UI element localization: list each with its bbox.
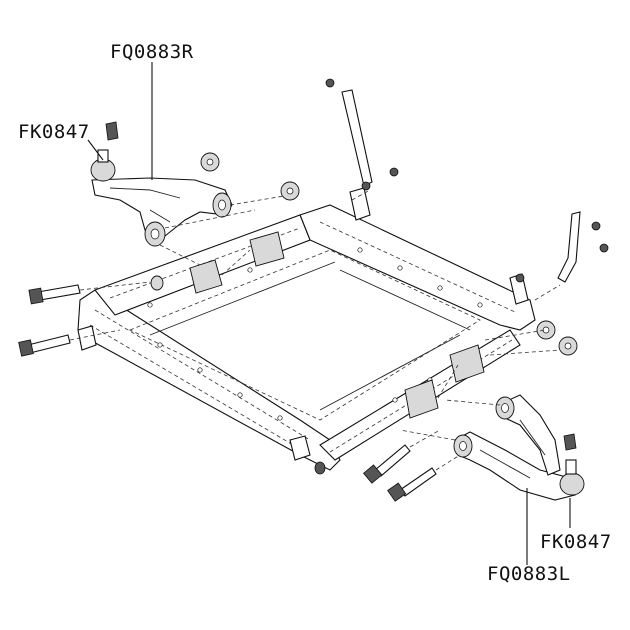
label-ball-joint-upper: FK0847 [18,121,90,143]
mount-brackets [189,231,485,419]
bolts-left [18,281,151,357]
upper-bushings [150,152,300,291]
label-upper-arm-right: FQ0883R [110,41,194,63]
right-bushings [484,320,578,356]
label-ball-joint-lower: FK0847 [540,531,612,553]
upper-control-arm-right [90,121,233,247]
bolts-lower [314,429,461,502]
label-lower-arm-left: FQ0883L [487,563,571,585]
stabilizer-links [325,78,609,301]
leader-lines [87,62,571,565]
lower-control-arm-left [453,394,585,501]
